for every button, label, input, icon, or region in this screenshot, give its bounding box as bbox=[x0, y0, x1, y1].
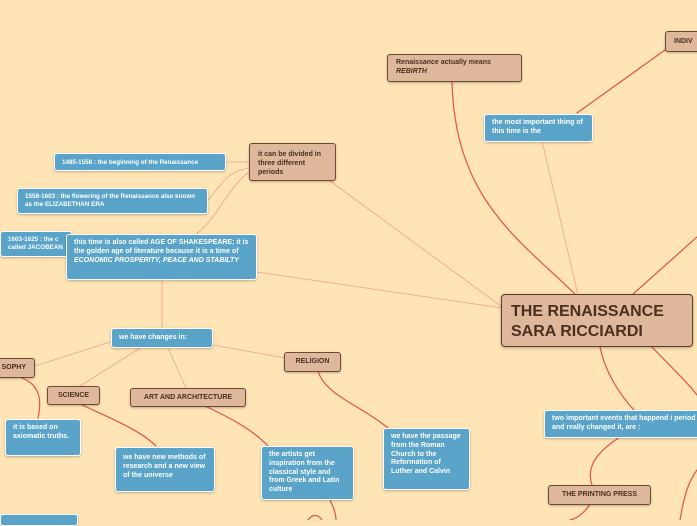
node-period-2-text: 1558-1603 : the flowering of the Renaiss… bbox=[25, 193, 196, 208]
link-central-rebirth bbox=[451, 81, 577, 296]
node-science-text: SCIENCE bbox=[57, 392, 90, 399]
link-changes-art bbox=[167, 347, 187, 389]
node-period-1[interactable]: 1485-1558 : the beginning of the Renaiss… bbox=[54, 153, 226, 171]
node-artists-text: the artists get inspiration from the cla… bbox=[269, 451, 340, 493]
node-new-methods[interactable]: we have new methods of research and a ne… bbox=[115, 447, 215, 492]
node-reformation-text: we have the passage from the Roman Churc… bbox=[391, 433, 461, 475]
node-new-methods-text: we have new methods of research and a ne… bbox=[123, 454, 206, 479]
link-artists-loop bbox=[307, 514, 323, 520]
node-philosophy-text: SOPHY bbox=[1, 364, 26, 371]
node-religion[interactable]: RELIGION bbox=[284, 352, 341, 372]
node-individual-text: INDIV bbox=[674, 38, 693, 45]
link-central-periods bbox=[329, 180, 521, 321]
node-period-3-text: 1603-1625 : the c called JACOBEAN bbox=[8, 236, 63, 251]
node-changes[interactable]: we have changes in: bbox=[111, 328, 213, 348]
node-science[interactable]: SCIENCE bbox=[47, 386, 100, 405]
link-religion-reformation bbox=[317, 370, 389, 429]
node-period-3[interactable]: 1603-1625 : the c called JACOBEAN bbox=[0, 231, 72, 257]
link-central-age bbox=[256, 271, 503, 309]
node-two-events[interactable]: two important events that happend i peri… bbox=[544, 410, 697, 438]
node-three-periods[interactable]: it can be divided in three different per… bbox=[249, 143, 336, 181]
link-philosophy-axiomatic bbox=[21, 377, 41, 419]
link-changes-philosophy bbox=[34, 341, 111, 367]
node-philosophy[interactable]: SOPHY bbox=[0, 358, 35, 378]
node-most-important-text: the most important thing of this time is… bbox=[492, 119, 583, 135]
node-two-events-text: two important events that happend i peri… bbox=[552, 415, 696, 431]
node-period-2[interactable]: 1558-1603 : the flowering of the Renaiss… bbox=[17, 188, 208, 214]
node-religion-text: RELIGION bbox=[295, 358, 330, 365]
node-printing-press-text: THE PRINTING PRESS bbox=[561, 491, 638, 498]
node-rebirth[interactable]: Renaissance actually means REBIRTH bbox=[387, 54, 522, 82]
link-events-right bbox=[679, 469, 697, 520]
link-art-artists bbox=[204, 405, 269, 447]
node-art-architecture-text: ART AND ARCHITECTURE bbox=[143, 394, 233, 401]
node-period-1-text: 1485-1558 : the beginning of the Renaiss… bbox=[62, 159, 199, 166]
link-artists-down bbox=[329, 499, 337, 520]
node-reformation[interactable]: we have the passage from the Roman Churc… bbox=[383, 428, 470, 490]
node-axiomatic-text: it is based on axiomatic truths. bbox=[13, 424, 70, 440]
node-printing-press[interactable]: THE PRINTING PRESS bbox=[548, 485, 651, 505]
link-most-important-indiv bbox=[576, 49, 666, 114]
link-central-right-lower bbox=[651, 346, 697, 396]
link-central-events bbox=[599, 346, 635, 411]
node-age-of-shakespeare[interactable]: this time is also called AGE OF SHAKESPE… bbox=[66, 234, 257, 280]
central-topic-title: THE RENAISSANCE bbox=[511, 303, 664, 320]
link-changes-religion bbox=[212, 344, 286, 359]
node-rebirth-text: Renaissance actually means bbox=[396, 59, 491, 66]
node-rebirth-emphasis: REBIRTH bbox=[396, 67, 427, 75]
link-periods-p3 bbox=[189, 171, 250, 239]
link-central-right bbox=[631, 236, 697, 296]
node-age-text: this time is also called AGE OF SHAKESPE… bbox=[74, 239, 249, 255]
node-individual[interactable]: INDIV bbox=[665, 31, 697, 52]
node-age-emphasis: ECONOMIC PROSPERITY, PEACE AND STABILTY bbox=[74, 256, 239, 264]
link-changes-science bbox=[79, 347, 141, 387]
node-most-important[interactable]: the most important thing of this time is… bbox=[484, 114, 593, 142]
link-central-most-important bbox=[541, 140, 579, 296]
node-axiomatic[interactable]: it is based on axiomatic truths. bbox=[5, 419, 81, 456]
node-art-architecture[interactable]: ART AND ARCHITECTURE bbox=[130, 388, 246, 407]
link-periods-p2 bbox=[207, 167, 250, 201]
node-changes-text: we have changes in: bbox=[119, 334, 188, 341]
node-artists[interactable]: the artists get inspiration from the cla… bbox=[261, 446, 354, 500]
central-topic-author: SARA RICCIARDI bbox=[511, 323, 643, 340]
node-three-periods-text: it can be divided in three different per… bbox=[258, 151, 322, 176]
link-press-down bbox=[569, 503, 591, 520]
node-partial-bottom-left[interactable] bbox=[0, 514, 78, 526]
central-topic[interactable]: THE RENAISSANCE SARA RICCIARDI bbox=[501, 294, 693, 347]
link-science-methods bbox=[79, 403, 157, 447]
link-events-press bbox=[589, 436, 621, 486]
